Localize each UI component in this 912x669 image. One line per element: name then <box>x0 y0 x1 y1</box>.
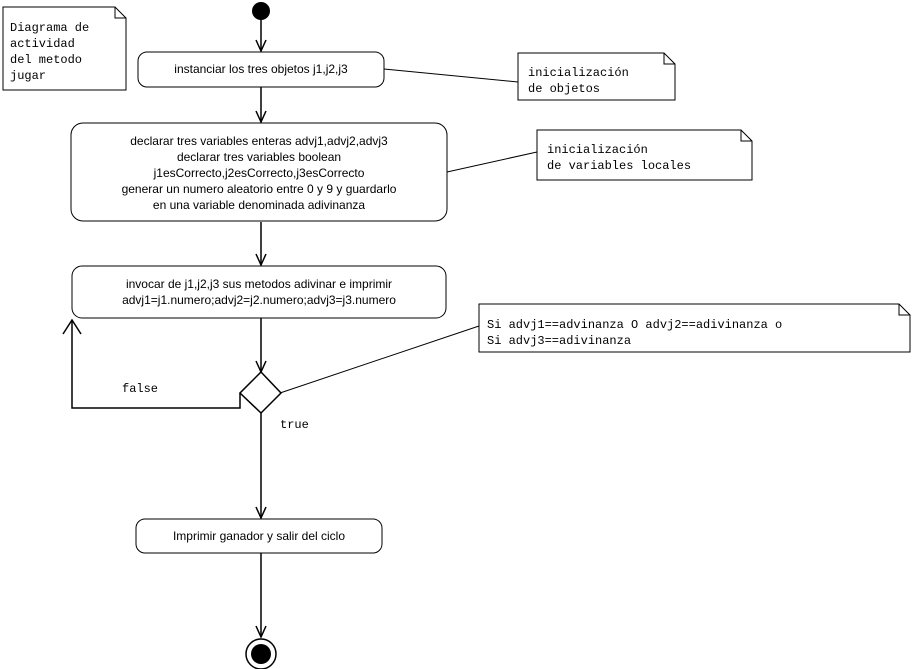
title-note-text: Diagrama de actividad del metodo jugar <box>10 20 89 84</box>
note-condicion-anchor <box>279 325 480 394</box>
note-objetos-shape <box>517 52 676 101</box>
activity-imprimir-shape <box>135 518 383 554</box>
flow-instanciar-to-declarar <box>255 87 267 124</box>
title-note-line: jugar <box>10 69 47 83</box>
activity-declarar-line: declarar tres variables enteras advj1,ad… <box>130 134 388 148</box>
note-variables-text: inicialización de variables locales <box>547 142 691 174</box>
activity-instanciar-label: instanciar los tres objetos j1,j2,j3 <box>174 62 348 76</box>
activity-invocar-shape <box>71 265 447 319</box>
note-variables-line: inicialización <box>547 143 648 157</box>
activity-invocar-label: invocar de j1,j2,j3 sus metodos adivinar… <box>72 276 446 308</box>
note-variables-anchor <box>446 151 538 173</box>
note-objetos-anchor <box>383 68 519 83</box>
guard-true-label: true <box>280 418 309 432</box>
flow-decision-true-to-imprimir <box>255 413 267 520</box>
flow-decision-false-loop <box>62 318 241 409</box>
note-condicion-text: Si advj1==advinanza O advj2==adivinanza … <box>487 317 782 349</box>
flow-initial-to-instanciar <box>255 20 267 53</box>
title-note-line: del metodo <box>10 53 83 67</box>
note-objetos-text: inicialización de objetos <box>528 65 629 97</box>
flow-invocar-to-decision <box>255 318 267 374</box>
activity-declarar-line: j1esCorrecto,j2esCorrecto,j3esCorrecto <box>153 166 365 180</box>
note-objetos-line: de objetos <box>528 82 601 96</box>
activity-invocar-line: advj1=j1.numero;advj2=j2.numero;advj3=j3… <box>122 293 396 307</box>
title-note-line: actividad <box>10 37 75 51</box>
activity-declarar-line: declarar tres variables boolean <box>176 150 342 164</box>
activity-declarar-label: declarar tres variables enteras advj1,ad… <box>71 133 447 213</box>
note-variables-shape <box>536 129 753 181</box>
activity-declarar-line: en una variable denominada adivinanza <box>152 198 366 212</box>
activity-invocar-line: invocar de j1,j2,j3 sus metodos adivinar… <box>125 277 393 291</box>
activity-imprimir-label: Imprimir ganador y salir del ciclo <box>172 529 346 543</box>
title-note-line: Diagrama de <box>10 21 90 35</box>
note-condicion-line: Si advj1==advinanza O advj2==adivinanza … <box>487 318 783 332</box>
guard-false-label: false <box>122 382 159 396</box>
flow-imprimir-to-final <box>255 553 267 639</box>
note-objetos-fold <box>663 53 675 65</box>
note-condicion-line: Si advj3==adivinanza <box>487 334 632 348</box>
initial-node <box>252 2 270 20</box>
flow-declarar-to-invocar <box>255 222 267 267</box>
note-objetos-line: inicialización <box>528 66 629 80</box>
note-variables-fold <box>740 130 752 142</box>
note-condicion-shape <box>478 303 911 353</box>
note-variables-line: de variables locales <box>547 159 692 173</box>
activity-declarar-line: generar un numero aleatorio entre 0 y 9 … <box>121 182 397 196</box>
title-note-fold <box>114 7 126 19</box>
decision-node <box>238 370 283 415</box>
final-node <box>245 638 277 669</box>
note-condicion-fold <box>898 304 910 316</box>
title-note-shape <box>2 6 127 91</box>
